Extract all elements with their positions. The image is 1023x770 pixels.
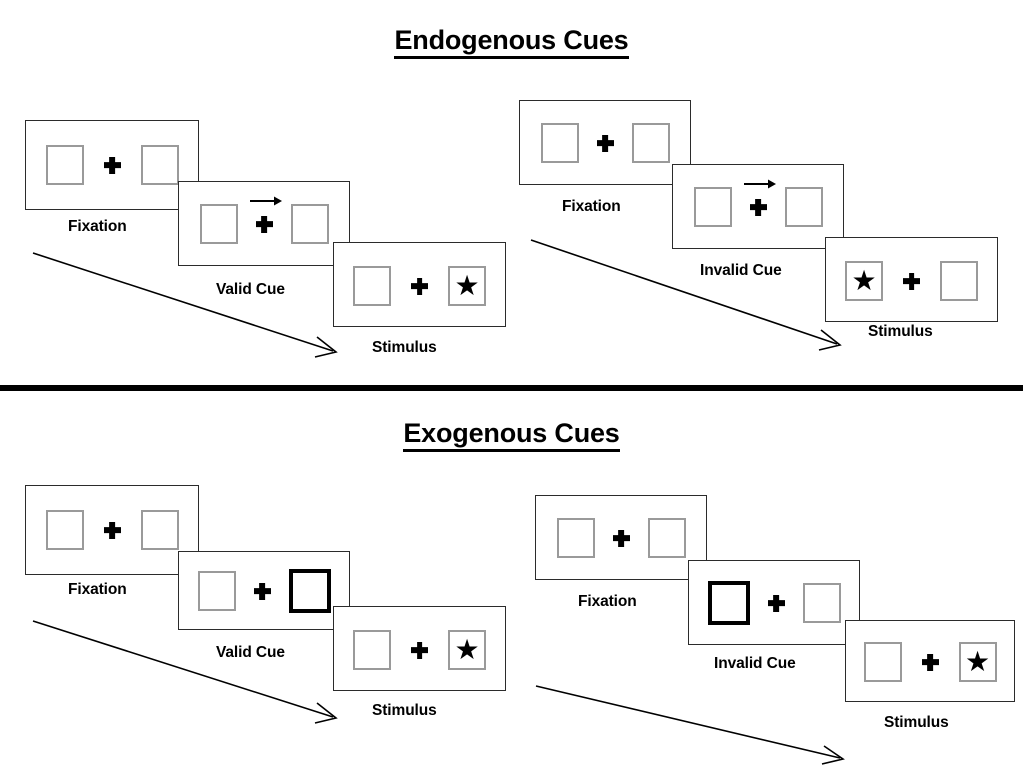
placeholder-box-left [45,145,84,185]
fixation-cross-icon [750,199,767,216]
fixation-cross-icon [922,654,939,671]
target-box-right: ★ [448,630,486,670]
placeholder-box-left [863,642,902,682]
placeholder-box-right [140,510,179,550]
frame-content [26,139,198,191]
placeholder-box-right [940,261,978,301]
flow-arrow-exogenous-invalid [535,685,845,765]
placeholder-box-left [693,187,732,227]
star-target-icon: ★ [851,265,877,296]
stage-label-endogenous-invalid-cue: Invalid Cue [700,262,782,279]
section-title-endogenous-text: Endogenous Cues [394,26,629,60]
section-title-exogenous-text: Exogenous Cues [403,419,620,453]
trial-frame-exogenous-invalid-stimulus: ★ [845,620,1015,702]
placeholder-box-left [353,630,391,670]
placeholder-box-right [631,123,670,163]
stage-label-endogenous-valid-fixation: Fixation [68,218,127,235]
trial-frame-exogenous-valid-fixation [25,485,199,575]
stage-label-exogenous-valid-stimulus: Stimulus [372,702,437,719]
trial-frame-exogenous-invalid-cue [688,560,860,645]
stage-label-endogenous-invalid-fixation: Fixation [562,198,621,215]
fixation-cross-icon [104,157,121,174]
flow-arrow-endogenous-invalid [530,239,842,351]
placeholder-box-left [199,204,238,244]
trial-frame-endogenous-invalid-fixation [519,100,691,185]
fixation-cross-icon [104,522,121,539]
placeholder-box-left [45,510,84,550]
target-box-right: ★ [958,642,997,682]
stage-label-endogenous-invalid-stimulus: Stimulus [868,323,933,340]
trial-frame-endogenous-valid-fixation [25,120,199,210]
stage-label-endogenous-valid-stimulus: Stimulus [372,339,437,356]
section-title-exogenous: Exogenous Cues [0,418,1023,453]
fixation-cross-icon [411,642,428,659]
fixation-cross-icon [597,135,614,152]
star-target-icon: ★ [454,270,480,301]
placeholder-box-left [540,123,579,163]
target-box-left: ★ [845,261,883,301]
frame-content: ★ [334,625,505,675]
flow-arrow-endogenous-valid [32,252,338,358]
fixation-cross-icon [613,530,630,547]
frame-content [520,117,690,169]
exogenous-cue-box-right [288,569,331,613]
placeholder-box-left [556,518,595,558]
target-box-right: ★ [448,266,486,306]
trial-frame-endogenous-valid-stimulus: ★ [333,242,506,327]
trial-frame-exogenous-invalid-fixation [535,495,707,580]
arrow-right-cue-icon [744,179,776,189]
frame-content: ★ [334,261,505,311]
trial-frame-endogenous-valid-cue [178,181,350,266]
star-target-icon: ★ [454,634,480,665]
frame-content: ★ [826,256,997,306]
placeholder-box-left [197,571,236,611]
section-title-endogenous: Endogenous Cues [0,25,1023,60]
placeholder-box-right [647,518,686,558]
star-target-icon: ★ [964,646,991,677]
fixation-cross-icon [256,216,273,233]
trial-frame-exogenous-valid-stimulus: ★ [333,606,506,691]
fixation-cross-icon [768,595,785,612]
trial-frame-endogenous-invalid-cue [672,164,844,249]
placeholder-box-left [353,266,391,306]
flow-arrow-exogenous-valid [32,620,338,724]
frame-content [673,181,843,233]
frame-content [689,577,859,629]
stage-label-exogenous-invalid-cue: Invalid Cue [714,655,796,672]
frame-content [26,504,198,556]
placeholder-box-right [140,145,179,185]
placeholder-box-right [784,187,823,227]
trial-frame-endogenous-invalid-stimulus: ★ [825,237,998,322]
exogenous-cue-box-left [707,581,750,625]
trial-frame-exogenous-valid-cue [178,551,350,630]
frame-content [179,566,349,616]
stage-label-exogenous-invalid-fixation: Fixation [578,593,637,610]
fixation-cross-icon [254,583,271,600]
stage-label-endogenous-valid-cue: Valid Cue [216,281,285,298]
placeholder-box-right [802,583,841,623]
placeholder-box-right [290,204,329,244]
frame-content [536,512,706,564]
frame-content: ★ [846,637,1014,687]
frame-content [179,198,349,250]
stage-label-exogenous-invalid-stimulus: Stimulus [884,714,949,731]
fixation-cross-icon [903,273,920,290]
stage-label-exogenous-valid-cue: Valid Cue [216,644,285,661]
arrow-right-cue-icon [250,196,282,206]
fixation-cross-icon [411,278,428,295]
stage-label-exogenous-valid-fixation: Fixation [68,581,127,598]
section-divider [0,385,1023,391]
